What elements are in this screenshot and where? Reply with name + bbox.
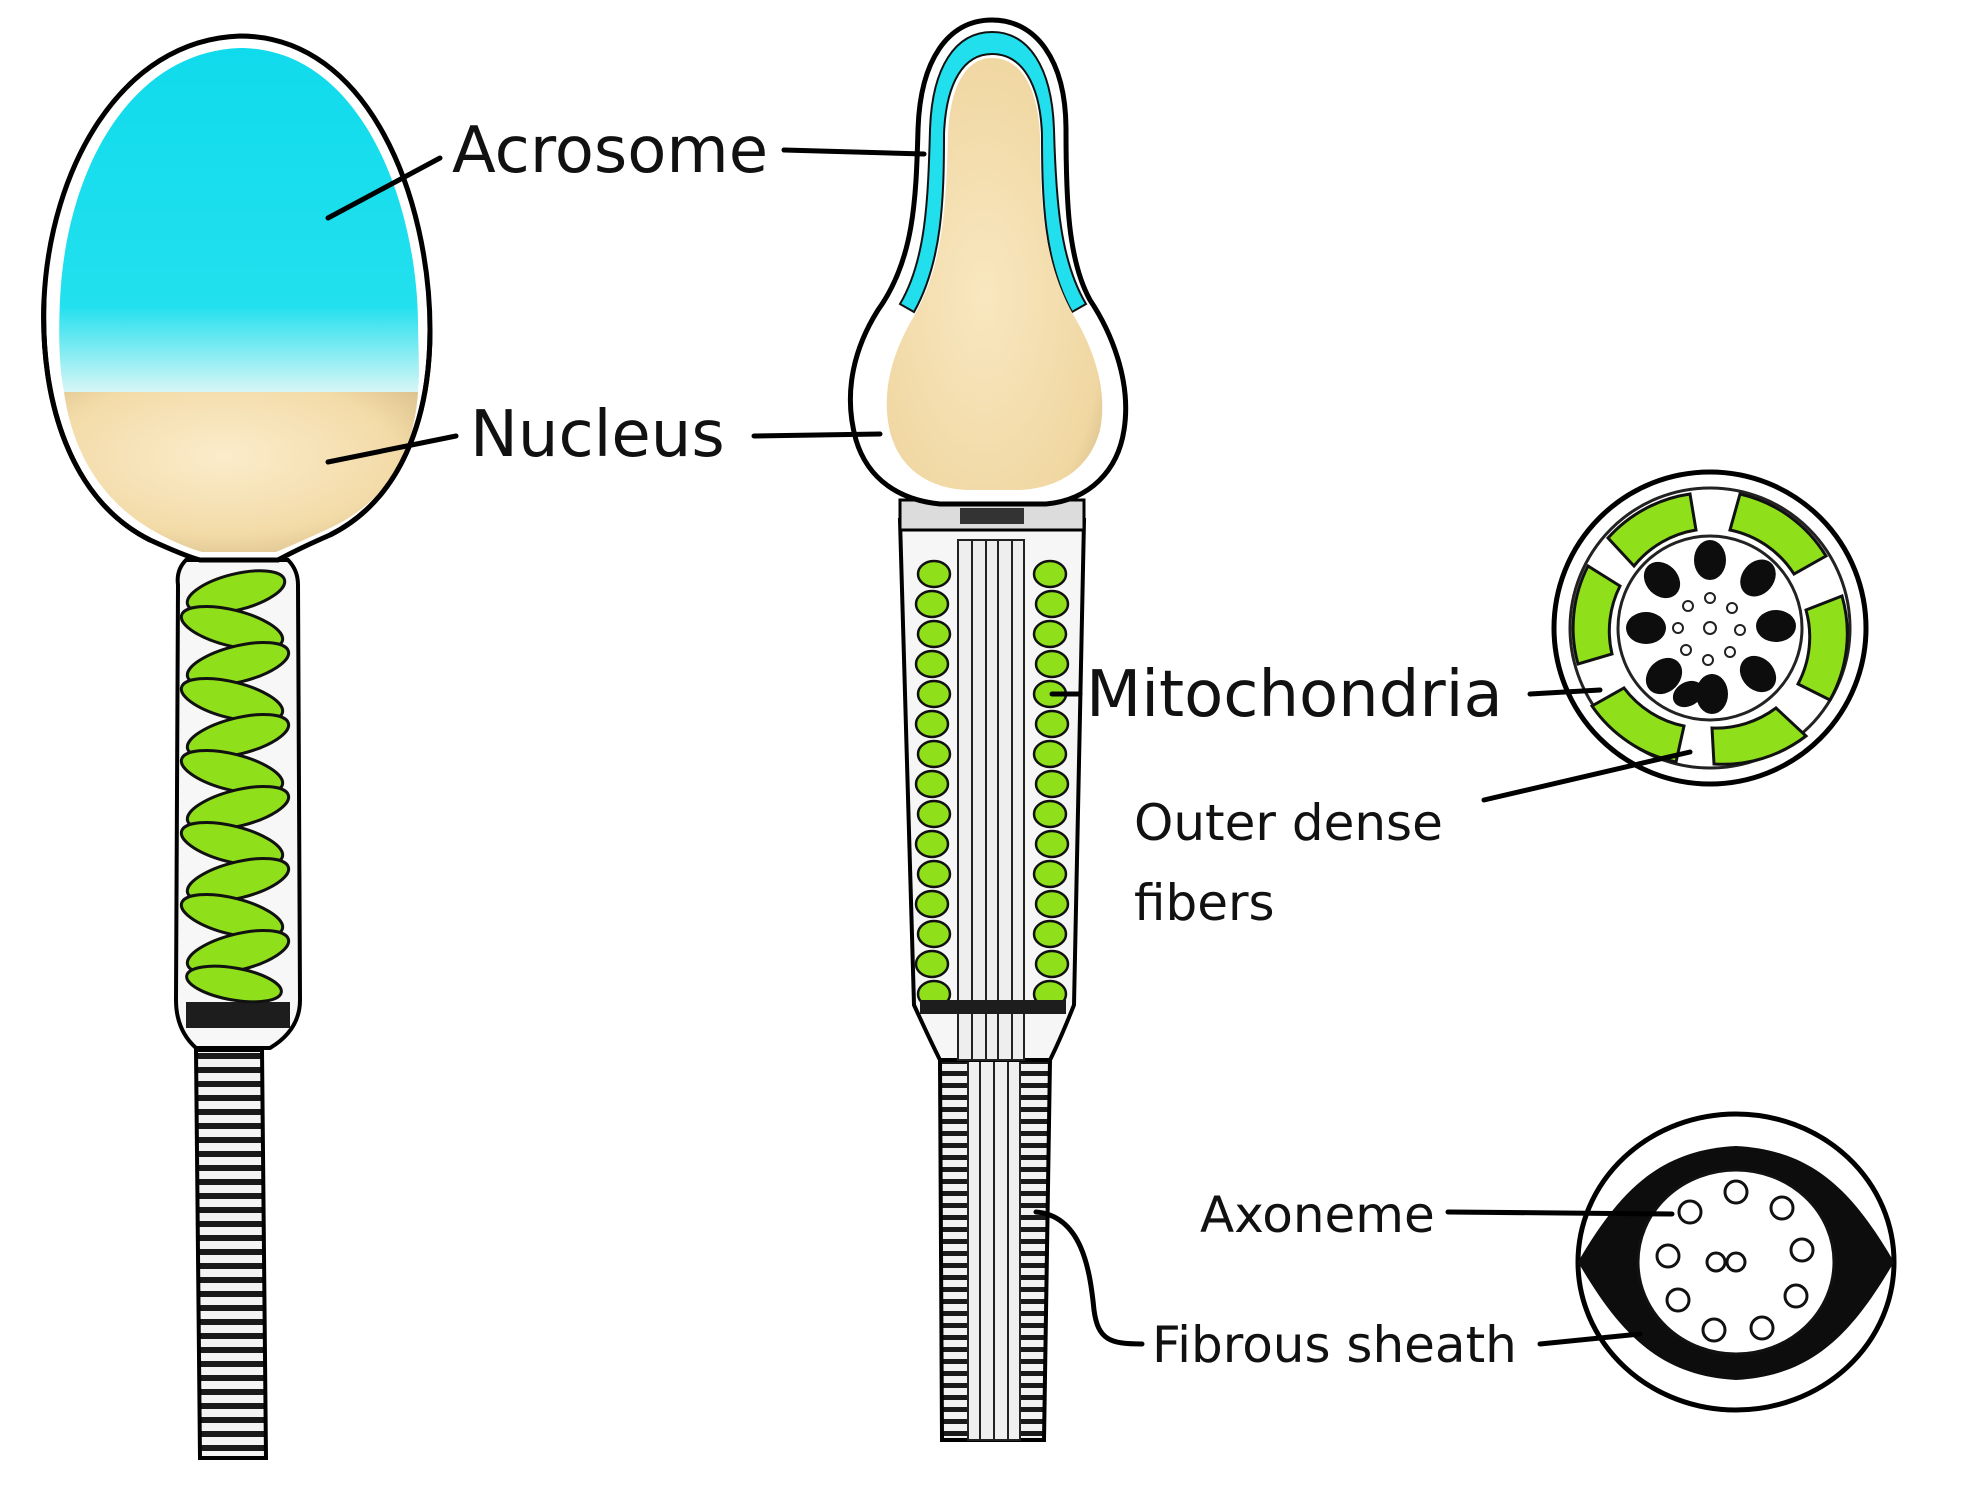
middle-nucleus-region: [886, 58, 1103, 490]
left-mitochondria-helix: [179, 569, 291, 1004]
cross-section-axoneme-doublets: [1655, 1179, 1815, 1343]
axoneme-leader: [1445, 1209, 1675, 1217]
axoneme-label: Axoneme: [1200, 1186, 1435, 1244]
cross-section-outer-dense-fibers: [1626, 540, 1796, 714]
middle-mitochondria-right-column: [1032, 559, 1070, 1009]
left-tail: [193, 1048, 269, 1460]
nucleus-leader: [325, 433, 459, 465]
acrosome-label: Acrosome: [452, 114, 768, 188]
acrosome-leader-right: [781, 147, 927, 157]
middle-mitochondria-left-column: [914, 559, 952, 1009]
mitochondria-label: Mitochondria: [1086, 658, 1503, 732]
fibrous-sheath-leader: [1537, 1331, 1643, 1347]
outer-dense-fibers-label-line2: fibers: [1134, 874, 1275, 932]
fibrous-sheath-leader-left: [1033, 1209, 1145, 1347]
middle-acrosome-cap: [898, 30, 1088, 314]
left-sperm-surface-view: [41, 33, 433, 1460]
fibrous-sheath-label: Fibrous sheath: [1152, 1316, 1517, 1374]
outer-dense-fibers-label-line1: Outer dense: [1134, 794, 1443, 852]
outer-dense-fibers-leader: [1481, 749, 1693, 803]
acrosome-leader: [325, 155, 443, 221]
left-acrosome-region: [59, 48, 419, 392]
nucleus-label: Nucleus: [470, 398, 725, 472]
middle-sperm-longitudinal-section: [847, 17, 1129, 1442]
left-nucleus-region: [64, 392, 418, 552]
mitochondria-leader-right: [1527, 687, 1603, 697]
principal-piece-cross-section: [1575, 1111, 1897, 1413]
nucleus-leader-right: [751, 431, 883, 439]
cross-section-mitochondria-ring: [1571, 492, 1849, 766]
midpiece-cross-section: [1551, 469, 1869, 787]
leader-lines: [325, 147, 1693, 1347]
